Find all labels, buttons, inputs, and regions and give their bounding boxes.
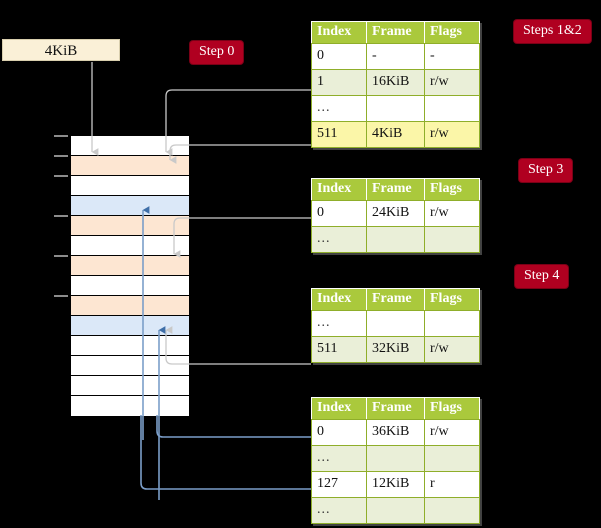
- table-cell-index: 0: [311, 200, 367, 227]
- wire-pdp-to-memory: [173, 217, 311, 258]
- table-cell-index: 0: [311, 43, 367, 70]
- memory-frame-row: [71, 136, 189, 156]
- table-cell-flags: [424, 445, 480, 472]
- step-0-badge: Step 0: [190, 41, 244, 64]
- virtual-address-box: 4KiB: [2, 39, 120, 61]
- table-cell-index: 0: [311, 419, 367, 446]
- memory-frame-tick: [54, 155, 68, 157]
- memory-frame-tick: [54, 135, 68, 137]
- column-header-index: Index: [311, 21, 367, 44]
- memory-frame-row: [71, 196, 189, 216]
- memory-frame-row: [71, 396, 189, 416]
- table-cell-frame: 16KiB: [366, 69, 425, 96]
- physical-memory-column: [70, 135, 190, 416]
- wire-pt-row127: [140, 415, 311, 490]
- table-cell-flags: r/w: [424, 121, 480, 148]
- column-header-frame: Frame: [366, 288, 425, 311]
- column-header-index: Index: [311, 397, 367, 420]
- memory-frame-row: [71, 256, 189, 276]
- table-cell-index: 511: [311, 121, 367, 148]
- memory-frame-row: [71, 236, 189, 256]
- table-cell-flags: [424, 95, 480, 122]
- table-cell-index: ...: [311, 497, 367, 524]
- virtual-address-label: 4KiB: [44, 43, 78, 59]
- table-cell-frame: [366, 310, 425, 337]
- step-4-badge: Step 4: [515, 265, 569, 288]
- table-row: ...: [311, 310, 480, 337]
- column-header-index: Index: [311, 178, 367, 201]
- step-3-badge: Step 3: [519, 159, 573, 182]
- table-cell-frame: 4KiB: [366, 121, 425, 148]
- column-header-flags: Flags: [424, 397, 480, 420]
- memory-frame-row: [71, 316, 189, 336]
- column-header-flags: Flags: [424, 178, 480, 201]
- table-cell-frame: 32KiB: [366, 336, 425, 363]
- table-cell-index: 1: [311, 69, 367, 96]
- table-cell-flags: r/w: [424, 419, 480, 446]
- wire-pt-row0: [156, 415, 311, 438]
- table-cell-index: ...: [311, 310, 367, 337]
- table-cell-flags: r: [424, 471, 480, 498]
- table-row: ...: [311, 445, 480, 472]
- memory-frame-row: [71, 276, 189, 296]
- column-header-frame: Frame: [366, 178, 425, 201]
- column-header-frame: Frame: [366, 397, 425, 420]
- table-row: ...: [311, 95, 480, 122]
- table-cell-index: ...: [311, 445, 367, 472]
- memory-frame-row: [71, 176, 189, 196]
- table-cell-index: ...: [311, 95, 367, 122]
- memory-frame-tick: [54, 215, 68, 217]
- table-cell-frame: 36KiB: [366, 419, 425, 446]
- table-row: ...: [311, 497, 480, 524]
- memory-frame-row: [71, 376, 189, 396]
- table-cell-frame: 24KiB: [366, 200, 425, 227]
- table-cell-flags: -: [424, 43, 480, 70]
- table-cell-frame: -: [366, 43, 425, 70]
- table-cell-flags: [424, 497, 480, 524]
- table-cell-frame: 12KiB: [366, 471, 425, 498]
- table-cell-frame: [366, 95, 425, 122]
- table-cell-index: 127: [311, 471, 367, 498]
- memory-frame-tick: [54, 295, 68, 297]
- table-cell-index: ...: [311, 226, 367, 253]
- table-row: 0--: [311, 43, 480, 70]
- table-cell-flags: r/w: [424, 200, 480, 227]
- memory-frame-tick: [54, 255, 68, 257]
- column-header-flags: Flags: [424, 288, 480, 311]
- steps-1-2-badge: Steps 1&2: [514, 20, 591, 43]
- column-header-frame: Frame: [366, 21, 425, 44]
- memory-frame-row: [71, 216, 189, 236]
- memory-frame-row: [71, 156, 189, 176]
- memory-frame-row: [71, 296, 189, 316]
- memory-frame-row: [71, 356, 189, 376]
- table-cell-frame: [366, 445, 425, 472]
- table-cell-frame: [366, 226, 425, 253]
- table-cell-flags: r/w: [424, 69, 480, 96]
- column-header-index: Index: [311, 288, 367, 311]
- table-cell-flags: r/w: [424, 336, 480, 363]
- memory-frame-tick: [54, 175, 68, 177]
- table-cell-flags: [424, 310, 480, 337]
- column-header-flags: Flags: [424, 21, 480, 44]
- memory-frame-row: [71, 336, 189, 356]
- table-cell-index: 511: [311, 336, 367, 363]
- table-row: ...: [311, 226, 480, 253]
- table-cell-flags: [424, 226, 480, 253]
- table-cell-frame: [366, 497, 425, 524]
